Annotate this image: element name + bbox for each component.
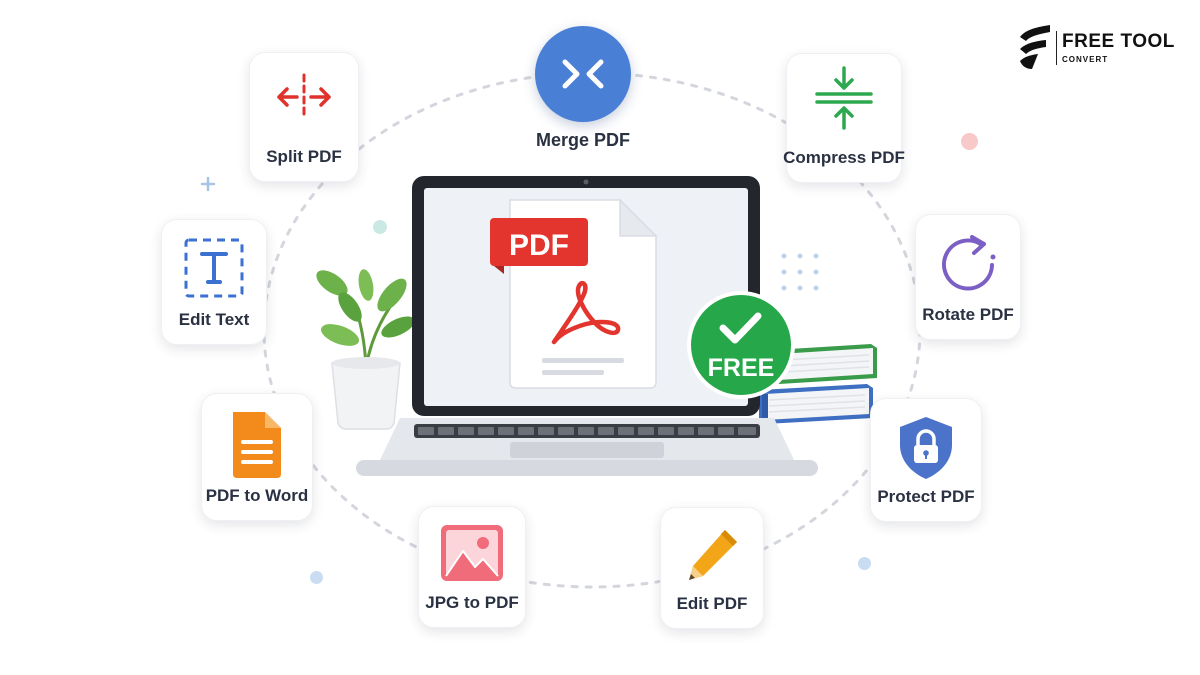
dot-grid-decoration: [781, 253, 819, 291]
dot-decoration: [373, 220, 387, 234]
merge-pdf-tool[interactable]: Merge PDF: [510, 26, 690, 156]
compress-pdf-label: Compress PDF: [783, 148, 905, 167]
edit-text-card[interactable]: Edit Text: [161, 219, 267, 345]
brand-tagline: CONVERT: [1062, 55, 1109, 64]
compress-pdf-card[interactable]: Compress PDF: [783, 53, 905, 183]
acrobat-icon: [551, 281, 621, 345]
logo-divider: [1056, 31, 1057, 65]
dot-decoration: [961, 133, 978, 150]
merge-button[interactable]: [535, 26, 631, 122]
image-icon: [441, 525, 503, 581]
protect-pdf-label: Protect PDF: [877, 487, 975, 506]
pdf-to-word-label: PDF to Word: [205, 486, 309, 505]
plus-decoration: [200, 176, 216, 192]
brand-logo[interactable]: FREE TOOL CONVERT: [1016, 23, 1176, 73]
edit-pdf-card[interactable]: Edit PDF: [660, 507, 764, 629]
protect-pdf-card[interactable]: Protect PDF: [870, 398, 982, 522]
split-pdf-label: Split PDF: [266, 147, 342, 166]
merge-pdf-label: Merge PDF: [535, 130, 631, 150]
free-badge-label: FREE: [707, 354, 775, 382]
checkmark-icon: [719, 312, 762, 344]
pencil-icon: [689, 530, 737, 580]
plant: [316, 269, 415, 430]
lock-shield-icon: [900, 417, 952, 479]
rotate-icon: [942, 235, 996, 291]
document-icon: [233, 412, 281, 478]
pdf-label: PDF: [509, 229, 569, 262]
edit-text-label: Edit Text: [178, 310, 250, 329]
dot-decoration: [858, 557, 871, 570]
text-icon: [184, 238, 244, 298]
edit-pdf-label: Edit PDF: [676, 594, 748, 613]
free-badge: [687, 291, 795, 399]
compress-icon: [815, 66, 873, 130]
dot-decoration: [310, 571, 323, 584]
brand-mark-icon: [1020, 25, 1050, 69]
jpg-to-pdf-card[interactable]: JPG to PDF: [418, 506, 526, 628]
merge-icon: [562, 59, 604, 89]
jpg-to-pdf-label: JPG to PDF: [425, 593, 519, 612]
split-icon: [277, 73, 331, 121]
pdf-to-word-card[interactable]: PDF to Word: [201, 393, 313, 521]
rotate-pdf-card[interactable]: Rotate PDF: [915, 214, 1021, 340]
split-pdf-card[interactable]: Split PDF: [249, 52, 359, 182]
brand-name: FREE TOOL: [1062, 31, 1175, 52]
rotate-pdf-label: Rotate PDF: [922, 305, 1014, 324]
